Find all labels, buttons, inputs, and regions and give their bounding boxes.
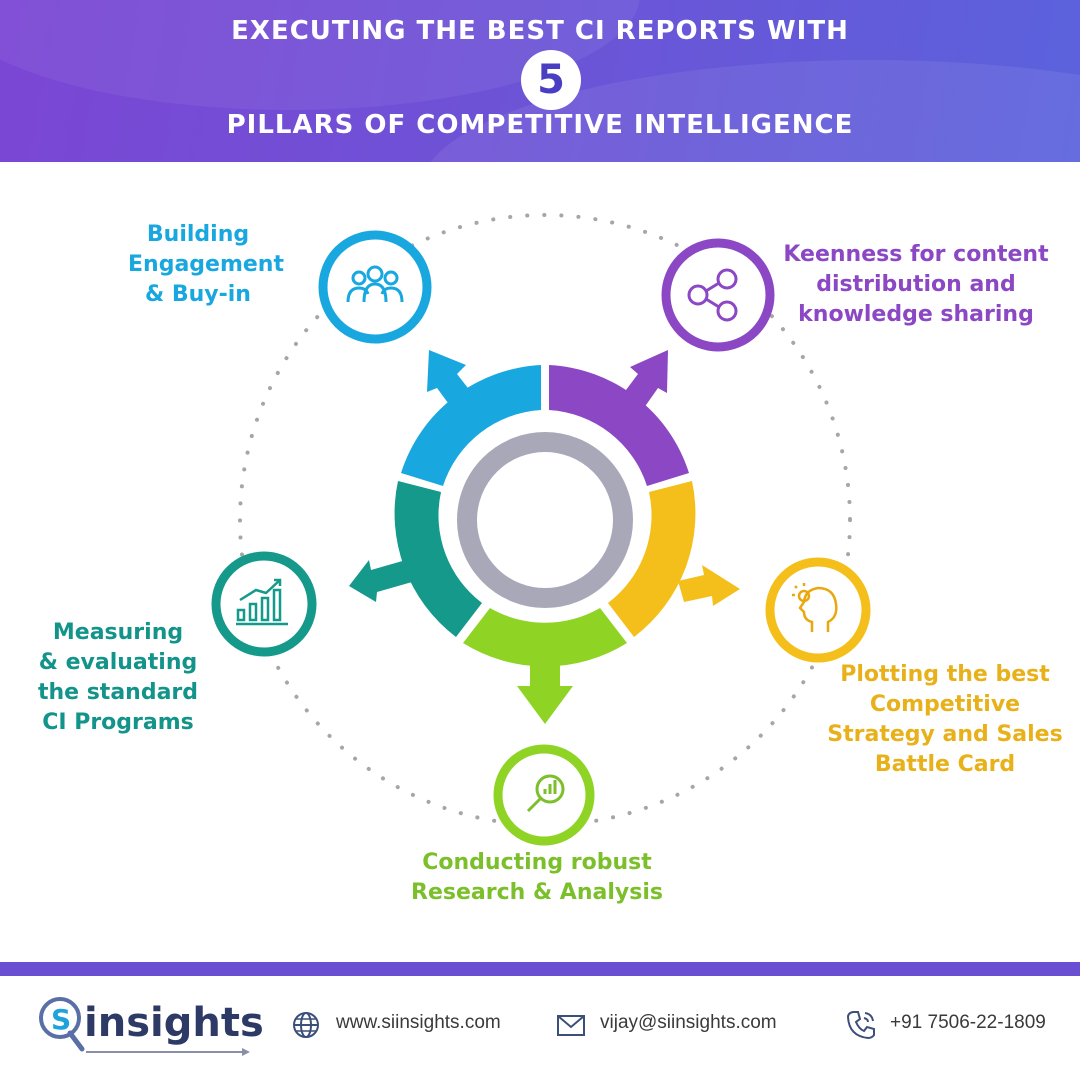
label-line: Research & Analysis <box>411 880 663 905</box>
idea-head-icon <box>792 583 838 632</box>
phone-link[interactable]: +91 7506-22-1809 <box>890 1012 1046 1033</box>
header-number-badge: 5 <box>521 50 581 110</box>
label-line: Battle Card <box>874 752 1016 777</box>
logo-underline-arrow <box>86 1048 250 1056</box>
label-line: distribution and <box>816 272 1016 297</box>
magnifier-chart-icon <box>526 774 565 813</box>
label-line: the standard <box>37 680 199 705</box>
segment-engagement <box>401 365 541 486</box>
svg-text:S: S <box>51 1003 71 1036</box>
footer: S insights www.siinsights.com vijay@siin… <box>0 976 1080 1080</box>
label-line: Strategy and Sales <box>827 722 1063 747</box>
pillar-icon-knowledge <box>661 238 775 352</box>
label-line: & Buy-in <box>145 282 251 307</box>
segment-measuring <box>394 481 482 637</box>
company-logo[interactable]: S insights <box>36 994 264 1060</box>
phone-icon <box>846 1011 875 1040</box>
center-ring <box>457 432 633 608</box>
segment-research <box>463 608 627 667</box>
label-line: Competitive <box>869 692 1021 717</box>
arrow-strategy <box>678 565 740 606</box>
arrow-research <box>517 640 573 724</box>
header-title-line2: PILLARS OF COMPETITIVE INTELLIGENCE <box>226 110 854 140</box>
growth-chart-icon <box>236 578 288 626</box>
pillar-icon-strategy <box>765 557 871 663</box>
label-line: & evaluating <box>38 650 198 675</box>
label-line: Measuring <box>52 620 184 645</box>
arrow-engagement <box>427 350 482 422</box>
arrow-knowledge <box>614 350 668 422</box>
label-line: Engagement <box>128 252 284 277</box>
label-line: CI Programs <box>42 710 194 735</box>
pillar-icon-research <box>493 744 595 846</box>
people-group-icon <box>346 265 404 303</box>
share-network-icon <box>687 268 738 322</box>
header-title-line1: EXECUTING THE BEST CI REPORTS WITH <box>231 16 849 46</box>
label-line: Conducting robust <box>422 850 652 875</box>
globe-icon <box>293 1012 319 1038</box>
pillar-icon-measuring <box>211 551 317 657</box>
label-line: Keenness for content <box>783 242 1049 267</box>
logo-wordmark: insights <box>84 1000 264 1046</box>
email-link[interactable]: vijay@siinsights.com <box>600 1012 777 1033</box>
segment-knowledge <box>549 365 689 486</box>
header-banner: EXECUTING THE BEST CI REPORTS WITH 5 PIL… <box>0 0 1080 162</box>
logo-magnifier-icon: S <box>39 997 85 1052</box>
arrow-measuring <box>349 560 412 602</box>
website-link[interactable]: www.siinsights.com <box>336 1012 501 1033</box>
label-line: Building <box>146 222 250 247</box>
label-line: knowledge sharing <box>798 302 1034 327</box>
pillar-label-knowledge: Keenness for content distribution and know… <box>776 240 1056 330</box>
label-line: Plotting the best <box>840 662 1050 687</box>
pillars-diagram-graphic <box>211 213 871 846</box>
segment-strategy <box>608 481 696 637</box>
pillar-label-measuring: Measuring & evaluating the standard CI Prog… <box>34 618 202 738</box>
footer-divider-bar <box>0 962 1080 976</box>
segment-wheel <box>349 350 740 724</box>
pillar-icon-engagement <box>318 230 432 344</box>
mail-icon <box>557 1015 585 1036</box>
